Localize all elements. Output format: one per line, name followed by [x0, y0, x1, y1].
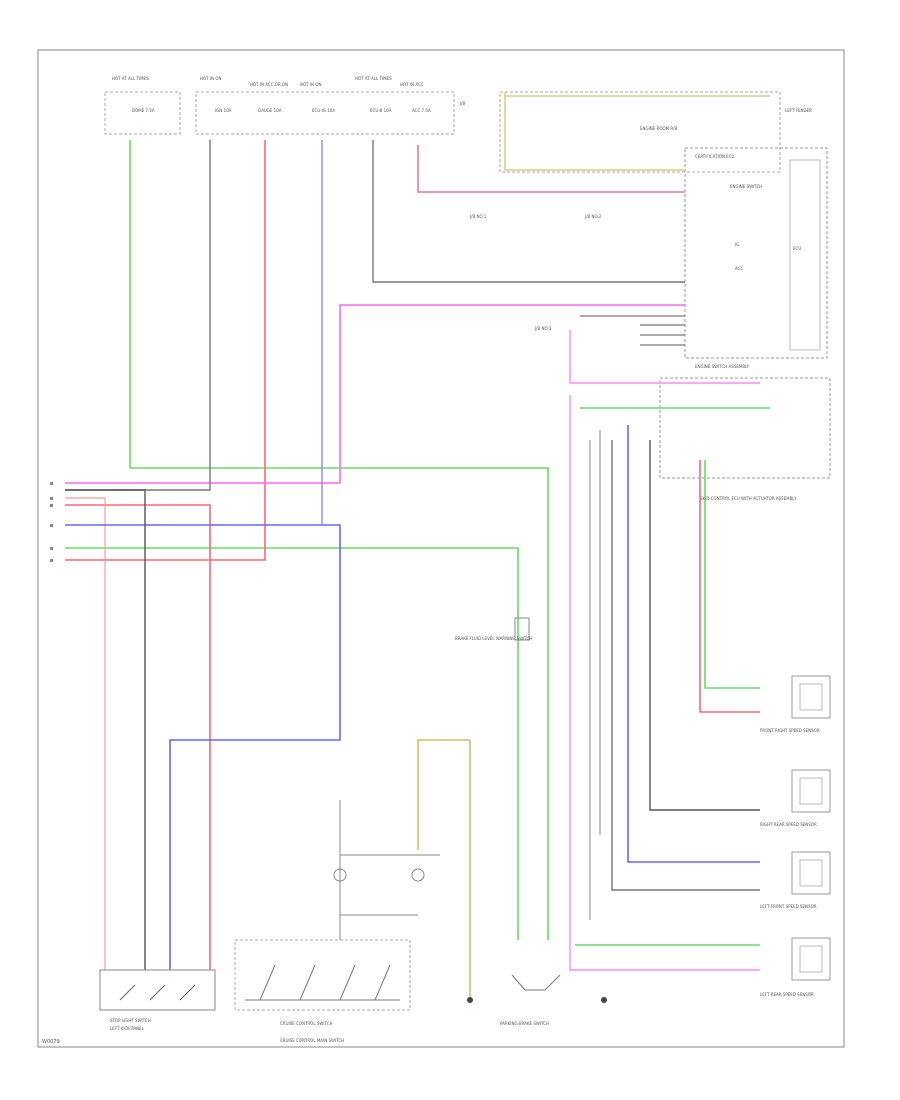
engine-switch-label: ENGINE SWITCH	[730, 184, 762, 189]
fuse-hot-label-3: HOT IN ACC OR ON	[250, 82, 288, 87]
jb-mid-1: J/B NO.1	[469, 214, 487, 219]
wire-blue-3	[627, 425, 760, 863]
sensor-front-left	[791, 851, 831, 895]
jb-main-relay: J/B NO.3	[534, 326, 552, 331]
cruise-control-main-label: CRUISE CONTROL MAIN SWITCH	[280, 1038, 344, 1043]
wire-red-1	[65, 140, 266, 561]
jb-mid-2: J/B NO.2	[584, 214, 602, 219]
fuse-hot-label-5: HOT AT ALL TIMES	[355, 76, 392, 81]
jb-engine-room: J/B	[459, 101, 466, 106]
fuse-label-3: GAUGE 10A	[258, 108, 282, 113]
fuse-hot-label-4: HOT IN ON	[300, 82, 321, 87]
cruise-control-switch-box	[234, 939, 411, 1011]
upper-relay-label: ENGINE ROOM R/B	[640, 126, 678, 131]
wire-green-1	[129, 140, 549, 940]
parking-brake-label: PARKING BRAKE SWITCH	[500, 1021, 549, 1026]
engine-switch-assembly-label: ENGINE SWITCH ASSEMBLY	[695, 364, 750, 369]
upper-relay-box	[499, 91, 781, 173]
wire-magenta-3	[569, 395, 760, 971]
fuse-box-main	[195, 91, 455, 135]
sensor-label-front-right: FRONT RIGHT SPEED SENSOR	[760, 728, 820, 733]
wire-red-5	[417, 145, 685, 193]
fuse-box-left	[104, 91, 181, 135]
ground-label-kick-panel: LEFT KICK PANEL	[110, 1026, 145, 1031]
stop-light-switch-label: STOP LIGHT SWITCH	[110, 1018, 151, 1023]
sensor-label-rear-left: LEFT REAR SPEED SENSOR	[760, 992, 814, 997]
diagram-frame	[37, 49, 845, 1048]
cruise-indicator-1	[333, 868, 347, 882]
fuse-hot-label-6: HOT IN ACC	[400, 82, 424, 87]
cruise-switch-contacts	[245, 964, 400, 1001]
stop-light-switch-box	[99, 969, 216, 1011]
wire-green-2	[65, 547, 519, 940]
ground-point-1	[601, 997, 607, 1003]
fuse-label-1: DOME 7.5A	[132, 108, 155, 113]
brake-fluid-label: BRAKE FLUID LEVEL WARNING SWITCH	[455, 636, 532, 641]
sensor-rear-left	[791, 937, 831, 981]
wire-green-5	[704, 460, 760, 689]
acc-label: ACC	[735, 266, 743, 271]
sensor-label-rear-right: RIGHT REAR SPEED SENSOR	[760, 822, 817, 827]
footer-code: W0079	[42, 1039, 60, 1045]
wire-tan-3	[417, 739, 470, 850]
wire-black-3	[372, 140, 685, 283]
wire-black-1	[65, 140, 211, 491]
stop-light-switch-contacts	[119, 984, 196, 1001]
wire-blue-1	[65, 524, 341, 970]
wire-red-4	[699, 460, 760, 713]
wire-magenta-2	[569, 330, 760, 384]
cruise-indicator-2	[411, 868, 425, 882]
fuse-label-2: IGN 10A	[215, 108, 232, 113]
skid-control-ecu-label: SKID CONTROL ECU WITH ACTUATOR ASSEMBLY	[700, 496, 797, 501]
ground-label-fender: LEFT FENDER	[785, 108, 812, 113]
wire-tan-1	[504, 92, 685, 171]
ecu-label: ECU	[793, 246, 801, 251]
wire-black-2	[65, 489, 146, 970]
brake-fluid-switch-box	[514, 617, 530, 641]
wire-black-4	[649, 440, 760, 811]
skid-control-ecu-box	[659, 377, 831, 479]
wire-red-2	[65, 504, 211, 970]
ground-point-2	[467, 997, 473, 1003]
sensor-front-right	[791, 675, 831, 719]
wire-magenta-1	[65, 304, 685, 484]
cruise-control-switch-label: CRUISE CONTROL SWITCH	[280, 1021, 333, 1026]
sensor-rear-right	[791, 769, 831, 813]
certification-ecu-label: CERTIFICATION ECU	[695, 154, 734, 159]
parking-brake-switch	[511, 974, 561, 991]
sensor-label-front-left: LEFT FRONT SPEED SENSOR	[760, 904, 817, 909]
fuse-label-5: ECU-B 10A	[370, 108, 392, 113]
fuse-label-4: ECU-IG 10A	[312, 108, 335, 113]
fuse-hot-label-1: HOT AT ALL TIMES	[112, 76, 149, 81]
ig-label: IG	[735, 242, 739, 247]
ecu-inner-box	[789, 159, 821, 351]
fuse-hot-label-2: HOT IN ON	[200, 76, 221, 81]
wire-red-3	[65, 497, 106, 970]
fuse-label-6: ACC 7.5A	[412, 108, 431, 113]
certification-ecu-box	[684, 147, 828, 359]
left-connector-terminals	[50, 482, 53, 562]
wire-black-5	[611, 440, 760, 891]
